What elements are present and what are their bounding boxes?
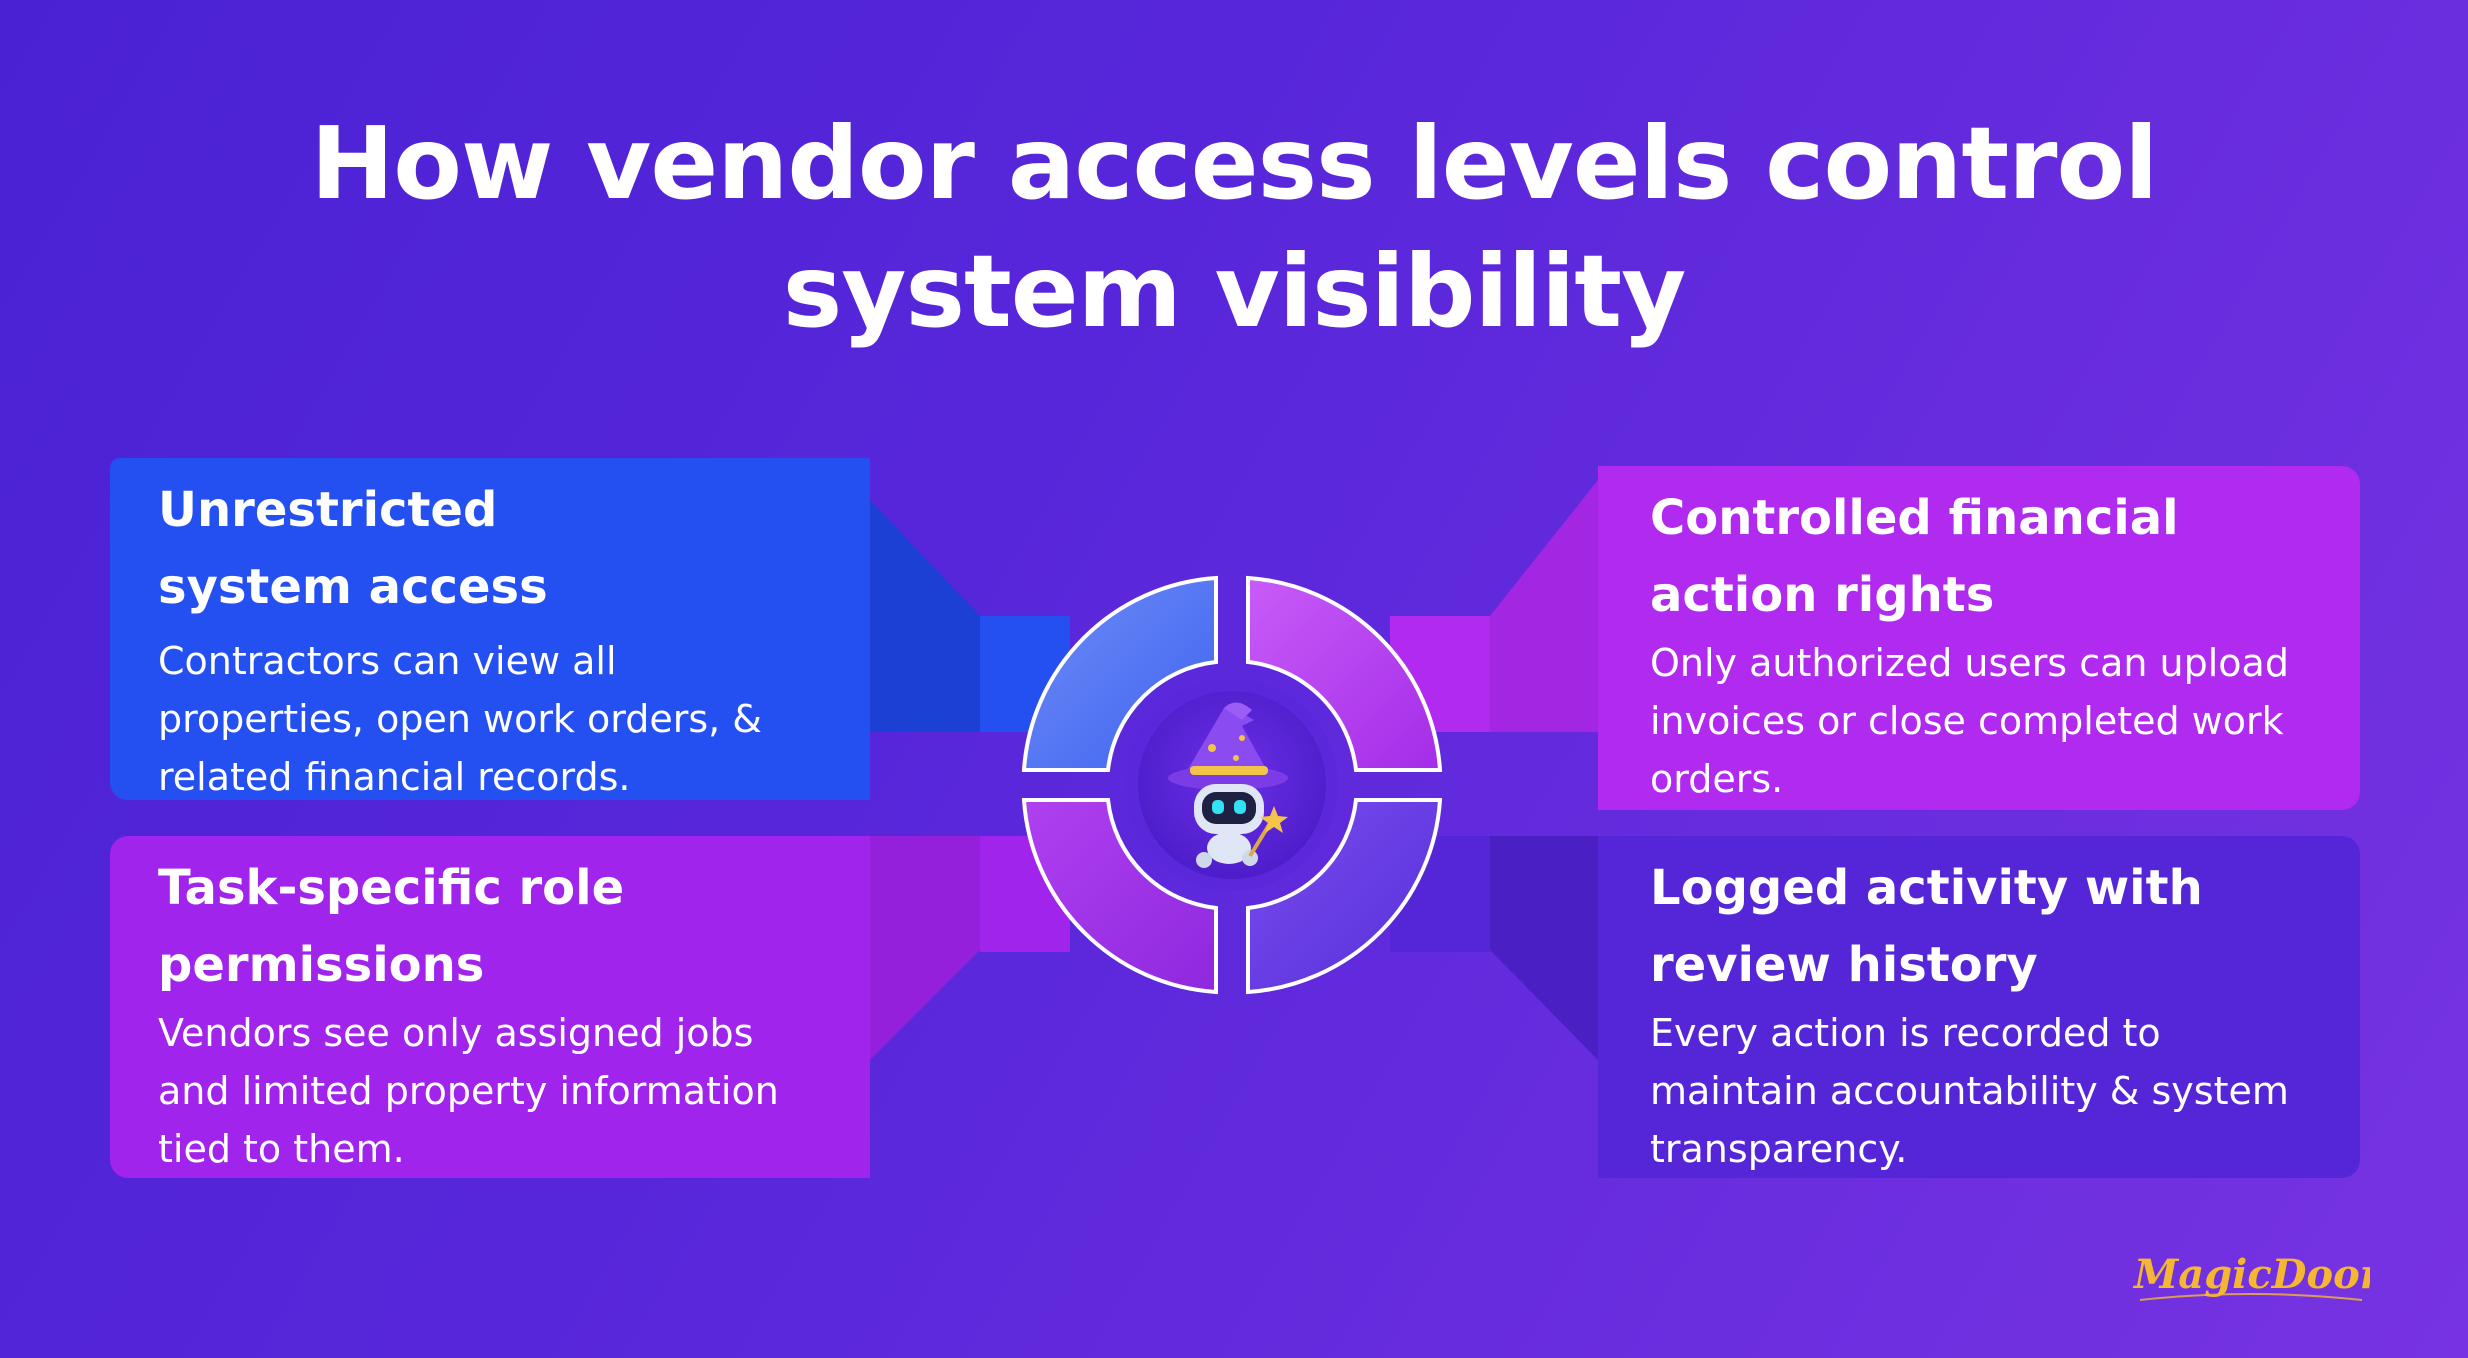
card-controlled-financial: Controlled financial action rights Only … xyxy=(1598,466,2360,810)
card-logged-activity: Logged activity with review history Ever… xyxy=(1598,836,2360,1178)
card-body: Vendors see only assigned jobs and limit… xyxy=(158,1011,779,1171)
card-body: Every action is recorded to maintain acc… xyxy=(1650,1011,2289,1171)
wizard-robot-icon xyxy=(1168,702,1288,868)
card-unrestricted-access: Unrestricted system access Contractors c… xyxy=(110,458,870,800)
page-title: How vendor access levels control system … xyxy=(0,100,2468,356)
card-heading: Task-specific role permissions xyxy=(158,860,625,993)
logo-text: MagicDoor xyxy=(2132,1251,2370,1298)
card-body: Contractors can view all properties, ope… xyxy=(158,639,762,799)
card-task-specific: Task-specific role permissions Vendors s… xyxy=(110,836,870,1178)
card-body: Only authorized users can upload invoice… xyxy=(1650,641,2289,801)
title-line-2: system visibility xyxy=(782,233,1687,350)
title-line-1: How vendor access levels control xyxy=(310,105,2159,222)
card-heading: Logged activity with review history xyxy=(1650,860,2203,993)
card-heading: Controlled financial action rights xyxy=(1650,490,2179,623)
card-heading: Unrestricted system access xyxy=(158,482,548,615)
magicdoor-logo: MagicDoor xyxy=(2132,1251,2370,1301)
